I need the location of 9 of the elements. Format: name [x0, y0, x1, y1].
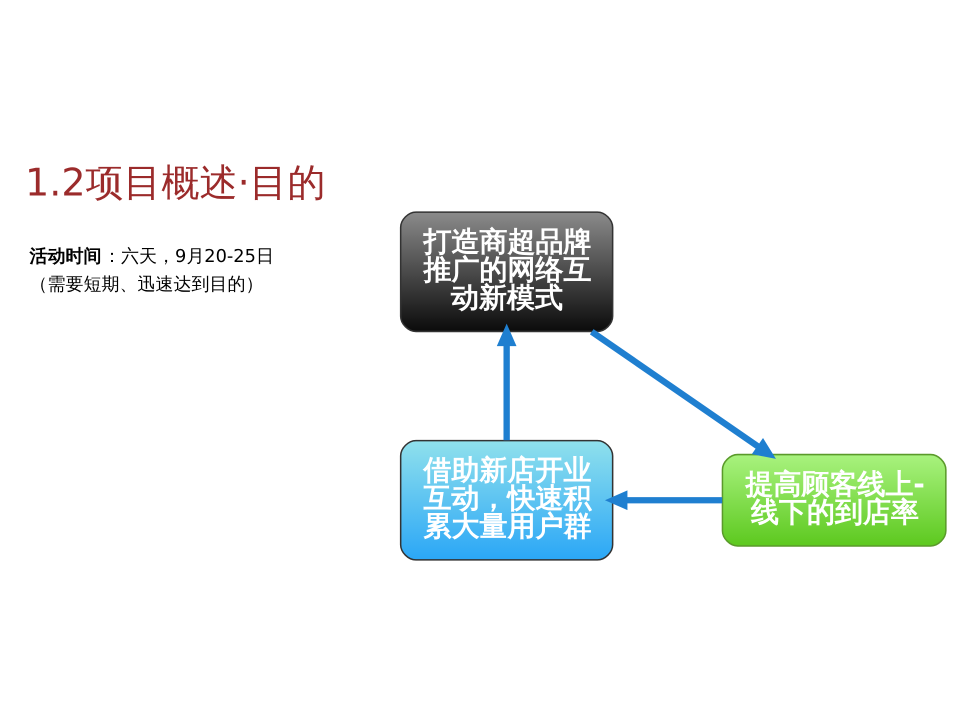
label: 活动时间：六天，9月20-25日	[29, 246, 274, 267]
node-box: 借助新店开业互动，快速积累大量用户群	[400, 440, 614, 561]
arrow	[496, 324, 517, 440]
node-box: 提高顾客线上-线下的到店率	[722, 454, 947, 547]
arrow	[590, 329, 776, 459]
node-box: 打造商超品牌推广的网络互动新模式	[400, 211, 614, 332]
arrow	[604, 490, 722, 510]
label: （需要短期、迅速达到目的）	[29, 274, 264, 295]
diagram-title: 1.2项目概述·目的	[25, 160, 326, 205]
